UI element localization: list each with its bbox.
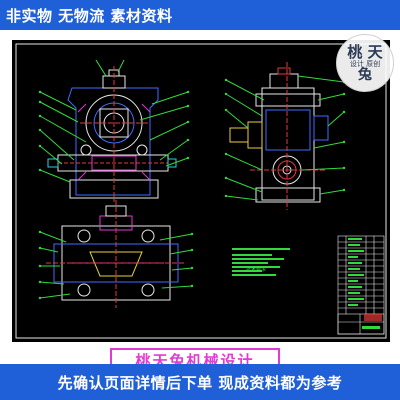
watermark-stamp: 桃 天 设计 原创 兔	[336, 34, 394, 92]
top-banner: 非实物 无物流 素材资料	[0, 0, 400, 30]
front-view	[38, 59, 190, 202]
technical-notes	[232, 248, 290, 276]
stamp-line-2: 设计 原创	[349, 59, 381, 68]
parts-list-table	[337, 235, 385, 335]
bottom-banner: 先确认页面详情后下单 现成资料都为参考	[0, 364, 400, 400]
stamp-line-3: 兔	[358, 66, 372, 83]
stamp-line-1: 桃 天	[347, 42, 383, 61]
drawing-area: 技术要求 桃 天 设计 原创 兔 桃天兔机械设计	[0, 30, 400, 372]
drawing-sheet-border	[15, 43, 387, 339]
notes-title: 技术要求	[246, 267, 267, 273]
cad-drawing-sheet	[12, 40, 390, 342]
top-view	[38, 200, 194, 308]
top-banner-text: 非实物 无物流 素材资料	[6, 6, 173, 25]
title-block	[337, 313, 385, 335]
side-view	[224, 62, 346, 210]
bottom-banner-text: 先确认页面详情后下单 现成资料都为参考	[57, 373, 343, 392]
drawing-sheet-background	[12, 40, 390, 342]
